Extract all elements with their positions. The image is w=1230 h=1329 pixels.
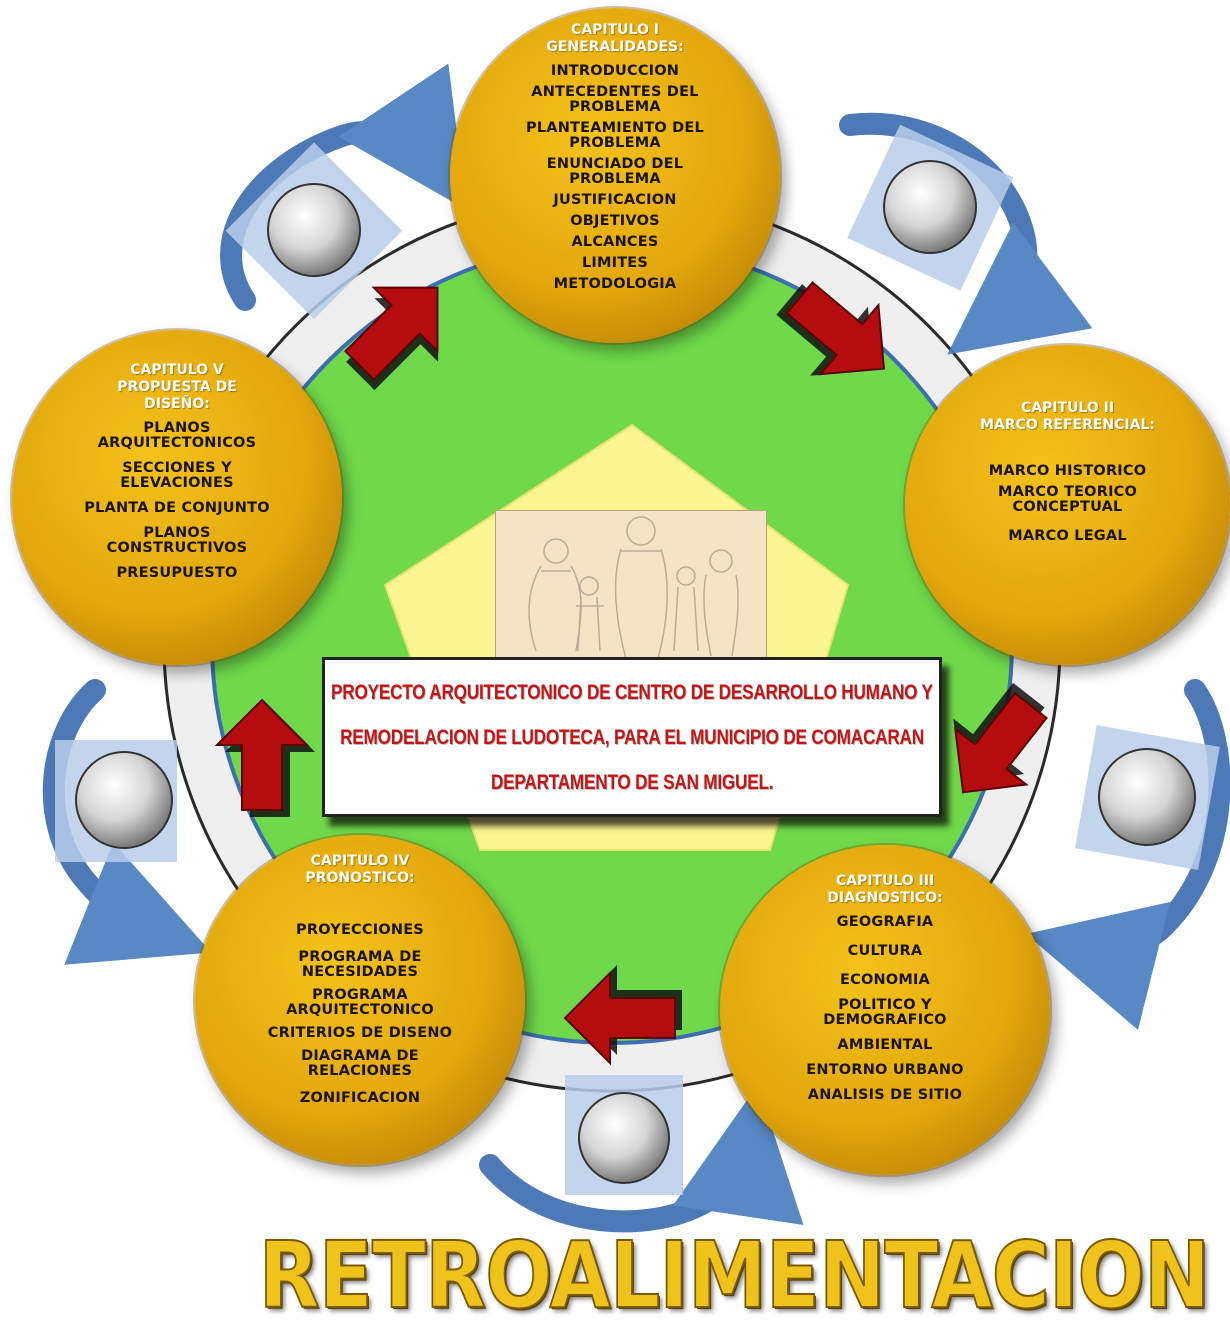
- chapter-i-item: JUSTIFICACION: [553, 192, 677, 208]
- chapter-ii-heading: CAPITULO II MARCO REFERENCIAL:: [980, 400, 1155, 433]
- feedback-arrow-top-right: [839, 112, 1093, 355]
- chapter-iii-item: AMBIENTAL: [837, 1037, 933, 1053]
- chapter-i-circle: CAPITULO I GENERALIDADES: INTRODUCCION A…: [450, 8, 780, 343]
- chapter-v-circle: CAPITULO V PROPUESTA DE DISEÑO: PLANOS A…: [12, 330, 342, 665]
- chapter-iv-item: CRITERIOS DE DISENO: [267, 1025, 453, 1041]
- red-arrow-ii-to-iii: [953, 682, 1048, 794]
- chapter-iii-circle: CAPITULO III DIAGNOSTICO: GEOGRAFIA CULT…: [720, 845, 1050, 1175]
- chapter-i-item: METODOLOGIA: [553, 276, 677, 292]
- chapter-i-item: ANTECEDENTES DEL PROBLEMA: [531, 84, 699, 115]
- chapter-v-heading: CAPITULO V PROPUESTA DE DISEÑO:: [117, 362, 237, 412]
- red-arrow-v-to-i: [344, 286, 439, 391]
- chapter-iv-item: PROGRAMA DE NECESIDADES: [298, 949, 422, 980]
- chapter-v-item: PRESUPUESTO: [116, 565, 238, 581]
- chapter-iv-heading: CAPITULO IV PRONOSTICO:: [305, 853, 415, 886]
- chapter-iii-item: POLITICO Y DEMOGRAFICO: [823, 997, 947, 1028]
- project-title-line: PROYECTO ARQUITECTONICO DE CENTRO DE DES…: [331, 680, 933, 704]
- family-illustration: [495, 510, 767, 660]
- chapter-iii-item: GEOGRAFIA: [836, 914, 934, 930]
- chapter-v-item: PLANOS CONSTRUCTIVOS: [106, 525, 248, 556]
- chapter-i-item: INTRODUCCION: [550, 63, 680, 79]
- feedback-arrow-right: [1025, 679, 1230, 1031]
- red-arrow-iii-to-iv: [563, 965, 682, 1066]
- sphere-node-bottom: [565, 1075, 683, 1195]
- chapter-i-item: OBJETIVOS: [570, 213, 660, 229]
- chapter-iii-item: ANALISIS DE SITIO: [807, 1087, 963, 1103]
- chapter-ii-circle: CAPITULO II MARCO REFERENCIAL: MARCO HIS…: [905, 345, 1230, 665]
- project-title-box: PROYECTO ARQUITECTONICO DE CENTRO DE DES…: [322, 657, 942, 817]
- sphere-node-top-left: [225, 142, 403, 320]
- chapter-iv-item: PROYECCIONES: [296, 922, 424, 938]
- chapter-ii-item: MARCO LEGAL: [1008, 528, 1127, 544]
- chapter-iv-circle: CAPITULO IV PRONOSTICO: PROYECCIONES PRO…: [195, 835, 525, 1165]
- chapter-i-item: LIMITES: [581, 255, 649, 271]
- chapter-iv-item: PROGRAMA ARQUITECTONICO: [286, 987, 434, 1018]
- chapter-iii-item: CULTURA: [847, 943, 923, 959]
- chapter-iv-item: DIAGRAMA DE RELACIONES: [301, 1048, 419, 1079]
- chapter-v-item: PLANOS ARQUITECTONICOS: [97, 420, 257, 451]
- chapter-v-item: PLANTA DE CONJUNTO: [84, 500, 270, 516]
- project-title-line: DEPARTAMENTO DE SAN MIGUEL.: [490, 770, 774, 794]
- chapter-i-heading: CAPITULO I GENERALIDADES:: [546, 22, 684, 55]
- chapter-ii-item: MARCO HISTORICO: [988, 463, 1147, 479]
- chapter-iv-item: ZONIFICACION: [299, 1090, 421, 1106]
- chapter-iii-heading: CAPITULO III DIAGNOSTICO:: [827, 873, 943, 906]
- red-arrow-iv-to-v: [214, 698, 315, 817]
- sphere-node-right: [1075, 725, 1220, 870]
- sphere-node-top-right: [847, 124, 1014, 291]
- feedback-arrow-bottom: [479, 1084, 804, 1233]
- chapter-ii-item: MARCO TEORICO CONCEPTUAL: [997, 484, 1138, 515]
- chapter-i-item: ALCANCES: [571, 234, 659, 250]
- family-sketch-icon: [528, 516, 739, 659]
- chapter-i-item: ENUNCIADO DEL PROBLEMA: [546, 156, 684, 187]
- chapter-v-item: SECCIONES Y ELEVACIONES: [120, 460, 234, 491]
- retroalimentacion-title: RETROALIMENTACION: [258, 1222, 1211, 1329]
- chapter-i-item: PLANTEAMIENTO DEL PROBLEMA: [526, 120, 704, 151]
- chapter-iii-item: ENTORNO URBANO: [806, 1062, 964, 1078]
- project-title-line: REMODELACION DE LUDOTECA, PARA EL MUNICI…: [340, 725, 924, 749]
- chapter-iii-item: ECONOMIA: [840, 972, 930, 988]
- sphere-node-left: [55, 740, 177, 862]
- red-arrow-i-to-ii: [776, 281, 886, 376]
